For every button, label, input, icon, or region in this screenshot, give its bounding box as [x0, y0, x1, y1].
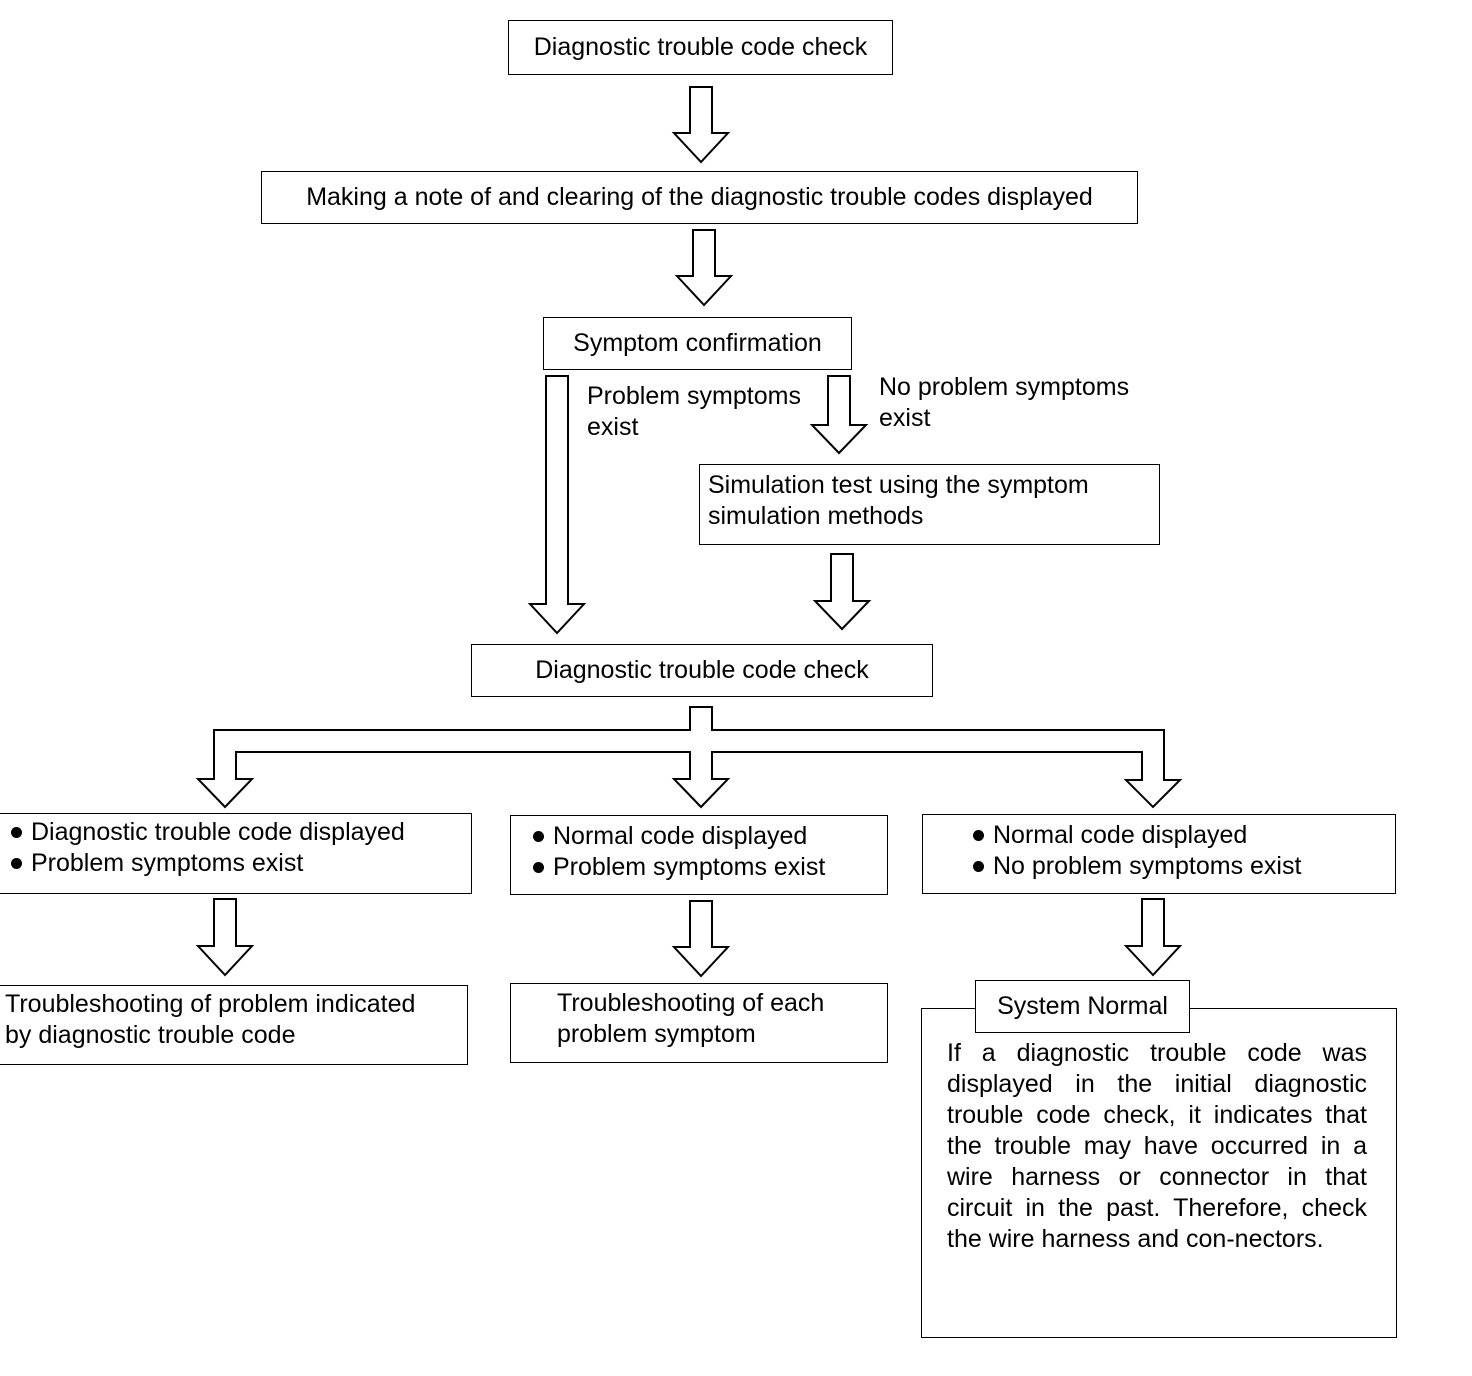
bullet-item: Normal code displayed: [969, 820, 1349, 851]
arrow-simulation-to-dtc: [812, 553, 872, 631]
bullet-item: No problem symptoms exist: [969, 851, 1349, 882]
edge-label-no-problem-symptoms: No problem symptoms exist: [879, 373, 1130, 432]
arrow-branch-left-to-result: [195, 898, 255, 977]
arrow-branch-middle-to-result: [671, 900, 731, 978]
result-middle-label: Troubleshooting of each problem symptom: [557, 989, 825, 1048]
arrow-symptom-to-simulation: [809, 375, 869, 455]
dtc-check-label: Diagnostic trouble code check: [533, 33, 868, 61]
dtc-check-box-top: Diagnostic trouble code check: [508, 20, 893, 75]
system-normal-note: If a diagnostic trouble code was display…: [947, 1039, 1367, 1253]
system-normal-box: System Normal: [975, 980, 1190, 1033]
edge-label-problem-symptoms: Problem symptoms exist: [587, 382, 801, 441]
simulation-test-label: Simulation test using the symptom simula…: [708, 471, 1089, 530]
arrow-dtc-to-note: [671, 86, 731, 164]
bullet-item: Problem symptoms exist: [529, 852, 869, 883]
branch-box-middle: Normal code displayed Problem symptoms e…: [510, 815, 888, 895]
bullet-item: Diagnostic trouble code displayed: [7, 817, 463, 848]
arrow-branch-right-to-normal: [1123, 898, 1183, 977]
simulation-test-box: Simulation test using the symptom simula…: [699, 464, 1160, 545]
note-and-clear-box: Making a note of and clearing of the dia…: [261, 171, 1138, 224]
arrow-note-to-symptom: [674, 229, 734, 307]
branch-box-left: Diagnostic trouble code displayed Proble…: [0, 813, 472, 894]
symptom-confirmation-label: Symptom confirmation: [573, 329, 822, 357]
bullet-item: Normal code displayed: [529, 821, 869, 852]
dtc-check-label-second: Diagnostic trouble code check: [535, 656, 869, 684]
system-normal-note-box: [921, 1008, 1397, 1338]
symptom-confirmation-box: Symptom confirmation: [543, 317, 852, 370]
result-box-left: Troubleshooting of problem indicated by …: [0, 985, 468, 1065]
arrow-symptom-to-dtc-problem: [527, 375, 587, 635]
note-and-clear-label: Making a note of and clearing of the dia…: [306, 183, 1093, 211]
system-normal-label: System Normal: [997, 992, 1168, 1020]
dtc-check-box-second: Diagnostic trouble code check: [471, 644, 933, 697]
result-box-middle: Troubleshooting of each problem symptom: [510, 983, 888, 1063]
arrow-dtc-branches: [195, 706, 1183, 809]
bullet-item: Problem symptoms exist: [7, 848, 463, 879]
result-left-label: Troubleshooting of problem indicated by …: [5, 990, 416, 1049]
branch-box-right: Normal code displayed No problem symptom…: [922, 814, 1396, 894]
